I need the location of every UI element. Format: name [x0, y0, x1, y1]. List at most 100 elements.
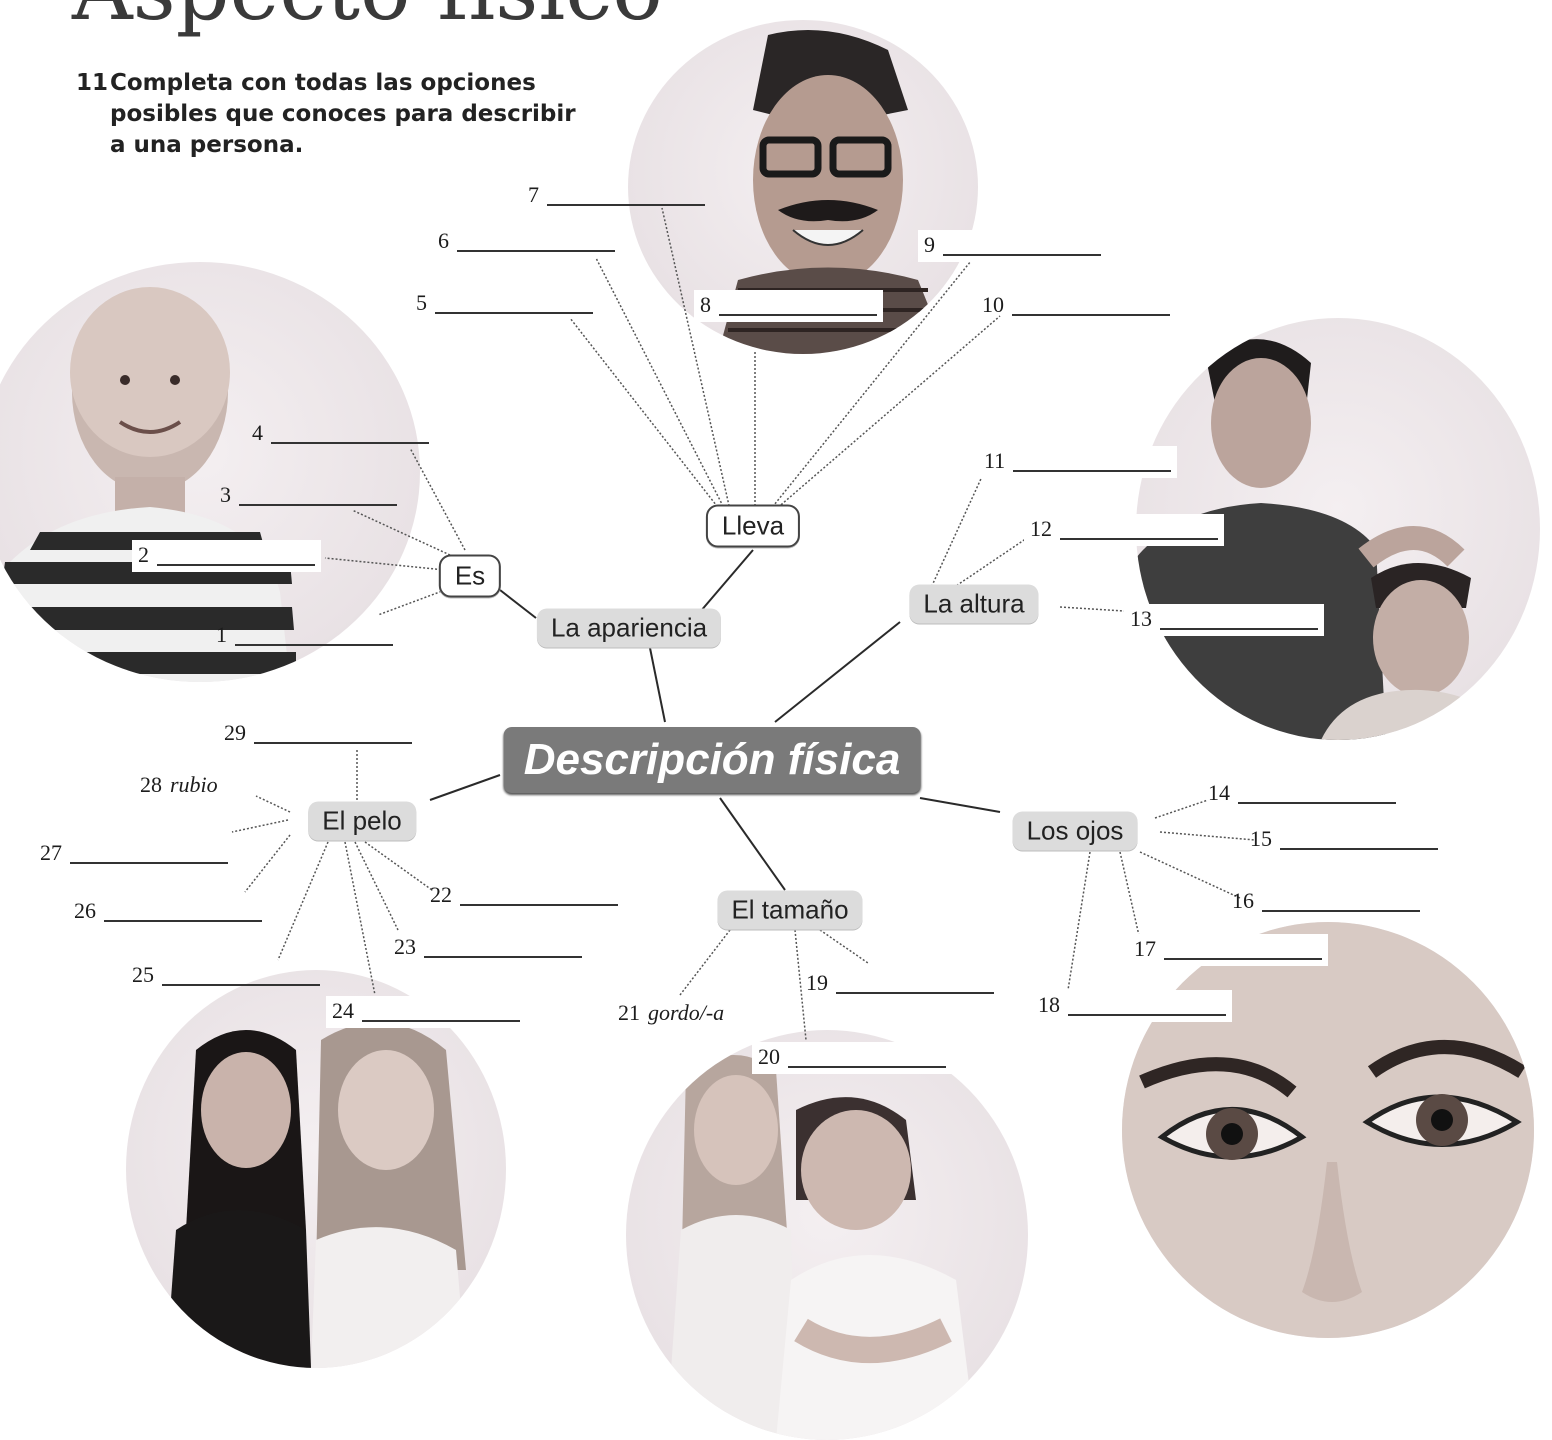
- dotted-connector: [794, 929, 807, 1041]
- blank-5[interactable]: 5: [416, 292, 593, 314]
- blank-25[interactable]: 25: [132, 964, 320, 986]
- photo-bald-man: [0, 262, 420, 682]
- answer-line[interactable]: [1262, 909, 1420, 912]
- center-node: Descripción física: [503, 727, 921, 793]
- blank-4[interactable]: 4: [252, 422, 429, 444]
- dotted-connector: [1067, 851, 1091, 991]
- node-apariencia: La apariencia: [536, 608, 722, 648]
- blank-29[interactable]: 29: [224, 722, 412, 744]
- connector-line: [429, 774, 501, 801]
- blank-27[interactable]: 27: [40, 842, 228, 864]
- dotted-connector: [409, 447, 466, 551]
- answer-line[interactable]: [1013, 469, 1172, 472]
- dotted-connector: [377, 589, 446, 616]
- blank-6[interactable]: 6: [438, 230, 615, 252]
- blank-8[interactable]: 8: [694, 290, 883, 322]
- dotted-connector: [1139, 851, 1241, 899]
- answer-line[interactable]: [788, 1065, 946, 1068]
- blank-10[interactable]: 10: [982, 294, 1170, 316]
- blank-20[interactable]: 20: [752, 1042, 952, 1074]
- dotted-connector: [1119, 851, 1141, 941]
- dotted-connector: [769, 255, 976, 511]
- dotted-connector: [661, 207, 731, 511]
- two-women-size-illustration: [666, 1055, 976, 1440]
- blank-26[interactable]: 26: [74, 900, 262, 922]
- answer-line[interactable]: [1012, 313, 1170, 316]
- node-es: Es: [438, 554, 502, 598]
- dotted-connector: [231, 819, 289, 833]
- page-title: Aspecto físico: [72, 0, 663, 32]
- answer-line[interactable]: [271, 441, 429, 444]
- answer-line[interactable]: [104, 919, 262, 922]
- dotted-connector: [1059, 606, 1141, 613]
- blank-13[interactable]: 13: [1124, 604, 1324, 636]
- blank-15[interactable]: 15: [1250, 828, 1438, 850]
- node-pelo: El pelo: [308, 801, 416, 841]
- blank-11[interactable]: 11: [978, 446, 1178, 478]
- answer-line[interactable]: [1160, 627, 1318, 630]
- dotted-connector: [949, 535, 1031, 591]
- node-altura: La altura: [909, 584, 1039, 624]
- blank-12[interactable]: 12: [1024, 514, 1224, 546]
- connector-line: [919, 797, 1001, 813]
- answer-line[interactable]: [1238, 801, 1396, 804]
- answer-line[interactable]: [1164, 957, 1322, 960]
- blank-23[interactable]: 23: [394, 936, 582, 958]
- dotted-connector: [679, 929, 731, 996]
- blank-24[interactable]: 24: [326, 996, 526, 1028]
- answer-line[interactable]: [239, 503, 397, 506]
- two-girls-hair-illustration: [166, 1022, 466, 1368]
- answer-line[interactable]: [254, 741, 412, 744]
- connector-line: [699, 549, 754, 613]
- answer-line[interactable]: [435, 311, 593, 314]
- blank-3[interactable]: 3: [220, 484, 397, 506]
- dotted-connector: [364, 841, 433, 891]
- blank-9[interactable]: 9: [918, 230, 1107, 262]
- dotted-connector: [1154, 799, 1209, 819]
- blank-7[interactable]: 7: [528, 184, 705, 206]
- blank-16[interactable]: 16: [1232, 890, 1420, 912]
- blank-14[interactable]: 14: [1208, 782, 1396, 804]
- instruction-text: Completa con todas las opciones posibles…: [110, 70, 576, 159]
- blank-18[interactable]: 18: [1032, 990, 1232, 1022]
- dotted-connector: [354, 841, 399, 931]
- dotted-connector: [277, 841, 329, 961]
- answer-line[interactable]: [457, 249, 615, 252]
- photo-two-women-size: [626, 1030, 1028, 1440]
- answer-line[interactable]: [943, 253, 1101, 256]
- node-lleva: Lleva: [705, 504, 801, 548]
- answer-line[interactable]: [1280, 847, 1438, 850]
- photo-two-girls-hair: [126, 970, 506, 1368]
- dotted-connector: [1159, 831, 1256, 841]
- answer-line[interactable]: [70, 861, 228, 864]
- connector-line: [719, 797, 786, 891]
- two-boys-illustration: [1136, 339, 1516, 740]
- answer-line[interactable]: [460, 903, 618, 906]
- blank-17[interactable]: 17: [1128, 934, 1328, 966]
- dotted-connector: [351, 509, 451, 556]
- answer-line[interactable]: [235, 643, 393, 646]
- connector-line: [499, 589, 537, 619]
- answer-line[interactable]: [424, 955, 582, 958]
- answer-line[interactable]: [1068, 1013, 1226, 1016]
- answer-line[interactable]: [157, 563, 315, 566]
- node-ojos: Los ojos: [1012, 811, 1138, 851]
- answer-line[interactable]: [719, 313, 877, 316]
- dotted-connector: [819, 929, 869, 964]
- exercise-instruction: 11 Completa con todas las opciones posib…: [76, 68, 576, 161]
- dotted-connector: [255, 795, 291, 813]
- answer-line[interactable]: [547, 203, 705, 206]
- answer-line[interactable]: [1060, 537, 1218, 540]
- given-answer: rubio: [170, 772, 218, 797]
- answer-line[interactable]: [162, 983, 320, 986]
- answer-line[interactable]: [362, 1019, 520, 1022]
- blank-1[interactable]: 1: [216, 624, 393, 646]
- blank-22[interactable]: 22: [430, 884, 618, 906]
- blank-19[interactable]: 19: [806, 972, 994, 994]
- answer-line[interactable]: [836, 991, 994, 994]
- blank-2[interactable]: 2: [132, 540, 321, 572]
